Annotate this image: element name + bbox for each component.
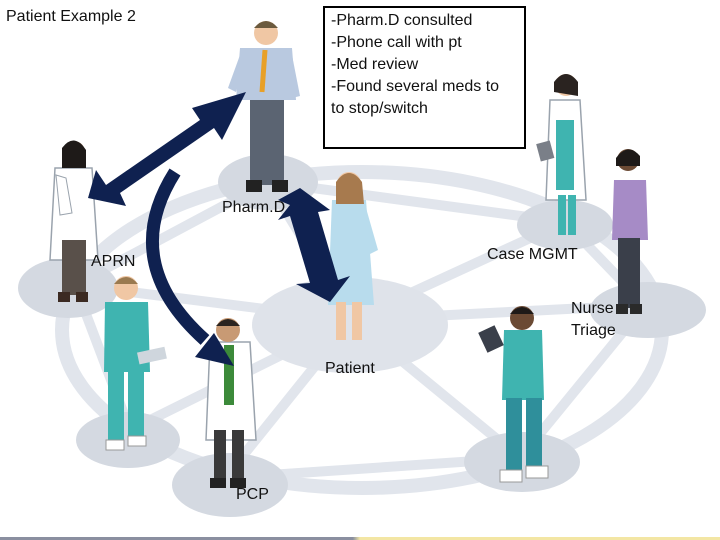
note-line: to stop/switch xyxy=(331,100,428,117)
note-line: -Found several meds to xyxy=(331,78,500,95)
note-line: -Med review xyxy=(331,56,419,73)
pharmd-notes-box: -Pharm.D consulted -Phone call with pt -… xyxy=(323,6,526,149)
arrow-pharmd-aprn xyxy=(88,92,246,206)
nurse-scrubs-figure xyxy=(104,276,167,451)
pharmacist-figure xyxy=(228,21,300,192)
aprn-figure xyxy=(49,140,99,302)
slide-title: Patient Example 2 xyxy=(6,8,136,25)
nurse-triage-line2: Triage xyxy=(571,322,616,339)
note-line: -Phone call with pt xyxy=(331,34,462,51)
nurse-triage-figure xyxy=(612,149,648,314)
nurse-triage-line1: Nurse xyxy=(571,300,614,317)
footer-divider xyxy=(0,537,720,540)
patient-disc xyxy=(252,277,448,373)
patient-label: Patient xyxy=(325,360,375,377)
casemgmt-figure xyxy=(536,74,587,235)
pcp-figure xyxy=(205,318,257,488)
patient-figure xyxy=(328,172,378,340)
arrow-pharmd-patient xyxy=(278,188,350,302)
pharmd-label: Pharm.D xyxy=(222,199,286,216)
nurse-triage-label: Nurse Triage xyxy=(571,298,616,342)
note-line: -Pharm.D consulted xyxy=(331,12,473,29)
arrow-aprn-pcp xyxy=(145,168,234,366)
pcp-label: PCP xyxy=(236,486,269,503)
case-mgmt-label: Case MGMT xyxy=(487,246,578,263)
aprn-label: APRN xyxy=(91,253,136,270)
clinician-tablet-figure xyxy=(478,306,549,483)
